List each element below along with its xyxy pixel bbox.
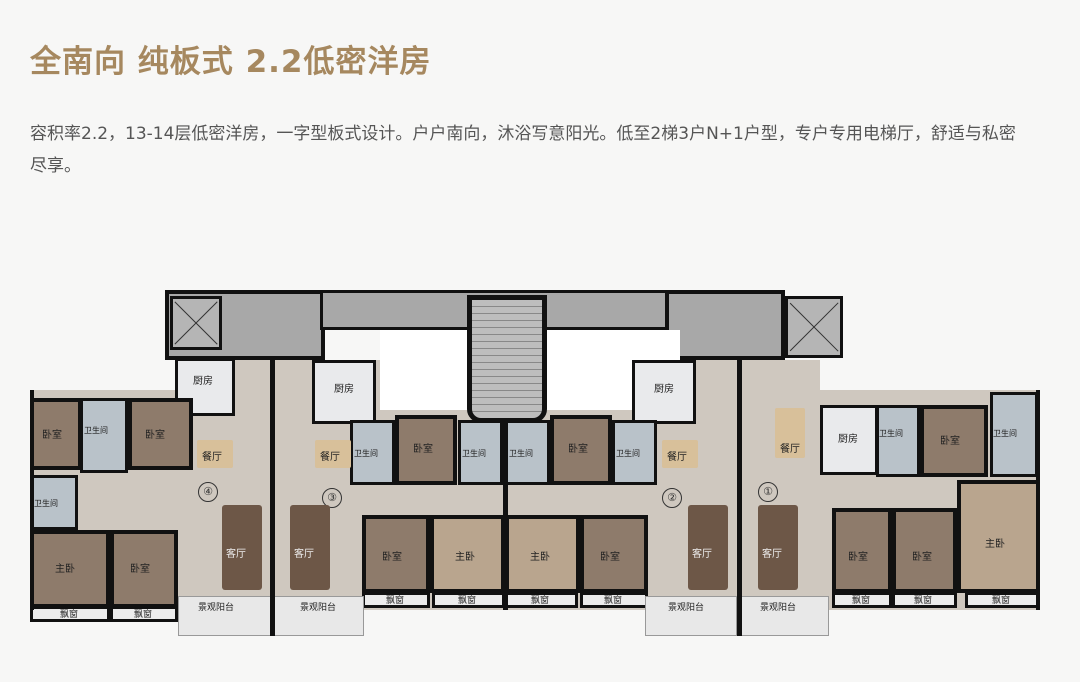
- room-label: 飘窗: [531, 596, 550, 606]
- room-label: 飘窗: [992, 596, 1011, 606]
- room-label: 餐厅: [780, 444, 800, 455]
- room-label: 卧室: [848, 552, 868, 563]
- kitchen-2: [312, 360, 376, 424]
- party-wall: [503, 420, 508, 610]
- room-label: 卧室: [413, 444, 433, 455]
- bay-window: [110, 606, 178, 622]
- balcony: [178, 596, 274, 636]
- room-label: 厨房: [654, 384, 674, 395]
- bathroom: [505, 420, 550, 485]
- room-label: 卧室: [912, 552, 932, 563]
- room-label: 卫生间: [509, 449, 533, 458]
- kitchen-3: [632, 360, 696, 424]
- dining-table: [775, 408, 805, 458]
- room-label: 卫生间: [879, 429, 903, 438]
- page-title: 全南向 纯板式 2.2低密洋房: [30, 44, 432, 80]
- room-label: 飘窗: [60, 610, 79, 620]
- bathroom: [876, 405, 920, 477]
- bedroom: [362, 515, 430, 593]
- room-label: 卫生间: [354, 449, 378, 458]
- party-wall: [270, 360, 275, 636]
- bedroom: [395, 415, 457, 485]
- unit-number: ①: [758, 482, 778, 502]
- room-label: 卫生间: [462, 449, 486, 458]
- room-label: 卫生间: [34, 499, 58, 508]
- bathroom: [990, 392, 1038, 477]
- room-label: 景观阳台: [760, 603, 797, 613]
- room-label: 卧室: [130, 564, 150, 575]
- room-label: 客厅: [226, 549, 246, 560]
- dining-table: [662, 440, 698, 468]
- room-label: 飘窗: [386, 596, 405, 606]
- sofa-set: [688, 505, 728, 590]
- unit-number: ④: [198, 482, 218, 502]
- balcony: [274, 596, 364, 636]
- room-label: 客厅: [692, 549, 712, 560]
- master-bedroom: [957, 480, 1040, 593]
- room-label: 厨房: [193, 376, 213, 387]
- bedroom: [920, 405, 988, 477]
- sofa-set: [290, 505, 330, 590]
- bedroom: [550, 415, 612, 485]
- room-label: 景观阳台: [668, 603, 705, 613]
- room-label: 飘窗: [458, 596, 477, 606]
- bedroom: [128, 398, 193, 470]
- room-label: 卫生间: [84, 426, 108, 435]
- room-label: 卫生间: [616, 449, 640, 458]
- staircase: [467, 295, 547, 423]
- bedroom: [832, 508, 892, 593]
- bay-window: [30, 606, 110, 622]
- room-label: 卧室: [382, 552, 402, 563]
- room-label: 飘窗: [852, 596, 871, 606]
- description: 容积率2.2，13-14层低密洋房，一字型板式设计。户户南向，沐浴写意阳光。低至…: [30, 124, 1016, 176]
- room-label: 飘窗: [604, 596, 623, 606]
- elevator-lobby-right: [665, 290, 785, 360]
- room-label: 主卧: [985, 539, 1005, 550]
- room-label: 卧室: [568, 444, 588, 455]
- bay-window: [832, 592, 892, 608]
- elevator-right-icon: [785, 296, 843, 358]
- exterior-wall: [1036, 390, 1040, 610]
- elevator-left-icon: [170, 296, 222, 350]
- exterior-wall: [30, 390, 34, 610]
- room-label: 卧室: [145, 430, 165, 441]
- sofa-set: [758, 505, 798, 590]
- bedroom: [580, 515, 648, 593]
- room-label: 卫生间: [993, 429, 1017, 438]
- sofa-set: [222, 505, 262, 590]
- room-label: 餐厅: [667, 452, 687, 463]
- room-label: 飘窗: [134, 610, 153, 620]
- bathroom: [80, 398, 128, 473]
- room-label: 卧室: [600, 552, 620, 563]
- room-label: 主卧: [55, 564, 75, 575]
- room-label: 客厅: [762, 549, 782, 560]
- unit-number: ②: [662, 488, 682, 508]
- room-label: 餐厅: [320, 452, 340, 463]
- party-wall: [737, 360, 742, 636]
- room-label: 卧室: [940, 436, 960, 447]
- balcony: [645, 596, 737, 636]
- room-label: 餐厅: [202, 452, 222, 463]
- room-label: 飘窗: [914, 596, 933, 606]
- kitchen-4: [820, 405, 878, 475]
- bathroom: [350, 420, 395, 485]
- room-label: 景观阳台: [198, 603, 235, 613]
- room-label: 主卧: [455, 552, 475, 563]
- room-label: 景观阳台: [300, 603, 337, 613]
- balcony: [737, 596, 829, 636]
- bathroom: [612, 420, 657, 485]
- dining-table: [197, 440, 233, 468]
- bedroom: [892, 508, 957, 593]
- room-label: 主卧: [530, 552, 550, 563]
- master-bedroom: [430, 515, 505, 593]
- bathroom: [458, 420, 503, 485]
- room-label: 厨房: [838, 434, 858, 445]
- room-label: 卧室: [42, 430, 62, 441]
- unit-number: ③: [322, 488, 342, 508]
- room-label: 客厅: [294, 549, 314, 560]
- bay-window: [892, 592, 957, 608]
- room-label: 厨房: [334, 384, 354, 395]
- dining-table: [315, 440, 351, 468]
- bedroom: [110, 530, 178, 608]
